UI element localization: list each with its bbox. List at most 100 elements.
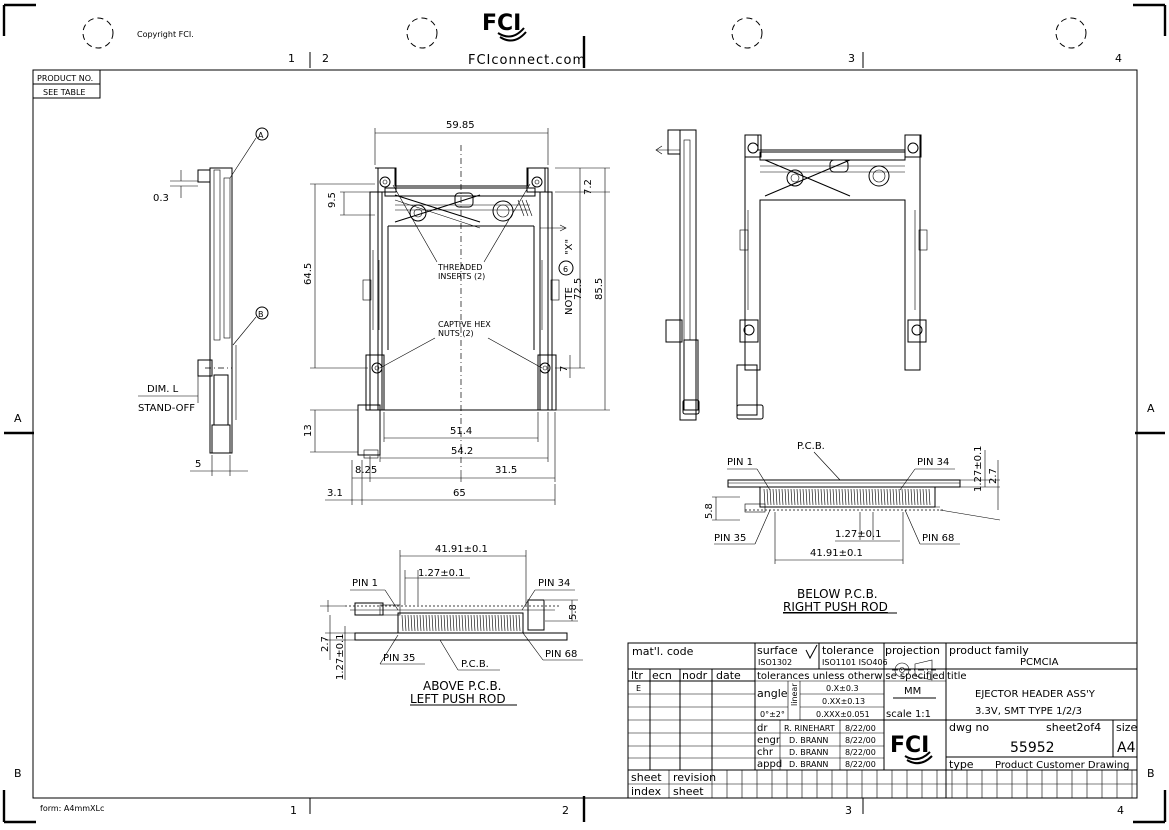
revision-sheet-2: sheet xyxy=(673,785,704,798)
contact-line xyxy=(413,614,416,632)
above-pcb-label: P.C.B. xyxy=(461,659,489,670)
contact-line xyxy=(910,488,913,506)
contact-line xyxy=(497,614,500,632)
contact-line xyxy=(919,488,922,506)
svg-text:A: A xyxy=(258,131,264,140)
drawing-title-line-2: 3.3V, SMT TYPE 1/2/3 xyxy=(975,706,1082,717)
above-pin34-label: PIN 34 xyxy=(538,578,570,589)
contact-line xyxy=(832,488,835,506)
contact-line xyxy=(461,614,464,632)
projection-symbol-icon xyxy=(892,659,936,681)
contact-line xyxy=(901,488,904,506)
tolerance-standard: ISO1101 ISO406 xyxy=(822,658,888,667)
captive-nuts-label-1: CAPTIVE HEX xyxy=(438,320,491,329)
contact-line xyxy=(778,488,781,506)
zone-col-1-bottom: 1 xyxy=(290,804,297,817)
zone-col-2-bottom: 2 xyxy=(562,804,569,817)
sign-date-chr: 8/22/00 xyxy=(845,748,876,757)
rev-nodr-header: nodr xyxy=(682,669,708,682)
above-dim-1-27-vertical: 1.27±0.1 xyxy=(335,633,346,680)
surface-standard: ISO1302 xyxy=(758,658,792,667)
contact-line xyxy=(482,614,485,632)
title-label: title xyxy=(947,671,967,682)
svg-text:FCI: FCI xyxy=(890,733,929,758)
contact-line xyxy=(916,488,919,506)
below-caption-1: BELOW P.C.B. xyxy=(797,587,878,601)
contact-line xyxy=(506,614,509,632)
contact-line xyxy=(458,614,461,632)
right-side-view xyxy=(655,129,700,421)
dim-13: 13 xyxy=(303,424,314,437)
sheet-of-label: sheet2of4 xyxy=(1046,721,1101,734)
scale-label: scale 1:1 xyxy=(886,709,931,720)
contact-line xyxy=(431,614,434,632)
contact-line xyxy=(808,488,811,506)
contact-line xyxy=(476,614,479,632)
title-block: mat'l. code surface ISO1302 tolerance IS… xyxy=(627,642,1138,799)
dim-64-5: 64.5 xyxy=(303,263,314,285)
sign-role-dr: dr xyxy=(757,723,768,734)
revision-sheet-1: revision xyxy=(673,771,716,784)
contact-line xyxy=(781,488,784,506)
below-dim-2-7: 2.7 xyxy=(988,468,999,484)
contact-line xyxy=(470,614,473,632)
type-label: type xyxy=(949,758,974,771)
matl-code-label: mat'l. code xyxy=(632,645,694,658)
contact-line xyxy=(862,488,865,506)
threaded-inserts-label-2: INSERTS (2) xyxy=(438,272,485,281)
svg-text:SEE TABLE: SEE TABLE xyxy=(43,88,85,97)
contact-line xyxy=(835,488,838,506)
dim-7-2: 7.2 xyxy=(583,179,594,195)
website-text: FCIconnect.com xyxy=(468,53,586,68)
contact-line xyxy=(449,614,452,632)
sign-name-appd: D. BRANN xyxy=(789,760,828,769)
top-view: THREADED INSERTS (2) CAPTIVE HEX NUTS (2… xyxy=(303,120,610,505)
contact-line xyxy=(422,614,425,632)
contact-line xyxy=(892,488,895,506)
contact-line xyxy=(805,488,808,506)
sign-date-dr: 8/22/00 xyxy=(845,724,876,733)
sign-date-appd: 8/22/00 xyxy=(845,760,876,769)
zone-col-3-top: 3 xyxy=(848,52,855,65)
contact-line xyxy=(467,614,470,632)
contact-line xyxy=(494,614,497,632)
contact-line xyxy=(473,614,476,632)
contact-line xyxy=(428,614,431,632)
contact-line xyxy=(889,488,892,506)
sheet-frame xyxy=(2,3,1167,824)
threaded-inserts-label-1: THREADED xyxy=(437,263,482,272)
tolerance-1: 0.X±0.3 xyxy=(826,684,859,693)
contact-line xyxy=(895,488,898,506)
above-caption-1: ABOVE P.C.B. xyxy=(423,679,502,693)
size-label: size xyxy=(1116,721,1138,734)
tolerance-label: tolerance xyxy=(822,644,874,657)
contact-line xyxy=(518,614,521,632)
check-icon xyxy=(805,644,818,660)
above-pin1-label: PIN 1 xyxy=(352,578,378,589)
contact-line xyxy=(904,488,907,506)
dim-65: 65 xyxy=(453,488,466,499)
sign-role-appd: appd xyxy=(757,759,782,770)
contact-line xyxy=(847,488,850,506)
contact-line xyxy=(772,488,775,506)
type-value: Product Customer Drawing xyxy=(995,760,1129,771)
drawing-title-line-1: EJECTOR HEADER ASS'Y xyxy=(975,689,1096,700)
dim-3-1: 3.1 xyxy=(327,488,343,499)
sign-role-chr: chr xyxy=(757,747,774,758)
contact-line xyxy=(820,488,823,506)
contact-line xyxy=(434,614,437,632)
contact-line xyxy=(880,488,883,506)
contact-line xyxy=(509,614,512,632)
contact-line xyxy=(811,488,814,506)
zone-row-a-left: A xyxy=(14,412,22,425)
size-value: A4 xyxy=(1117,740,1136,756)
contact-line xyxy=(769,488,772,506)
contact-line xyxy=(814,488,817,506)
product-family-value: PCMCIA xyxy=(1020,657,1059,668)
contact-line xyxy=(865,488,868,506)
contact-line xyxy=(787,488,790,506)
contact-line xyxy=(898,488,901,506)
above-dim-41-91: 41.91±0.1 xyxy=(435,544,488,555)
below-pin35-label: PIN 35 xyxy=(714,533,746,544)
contact-line xyxy=(844,488,847,506)
